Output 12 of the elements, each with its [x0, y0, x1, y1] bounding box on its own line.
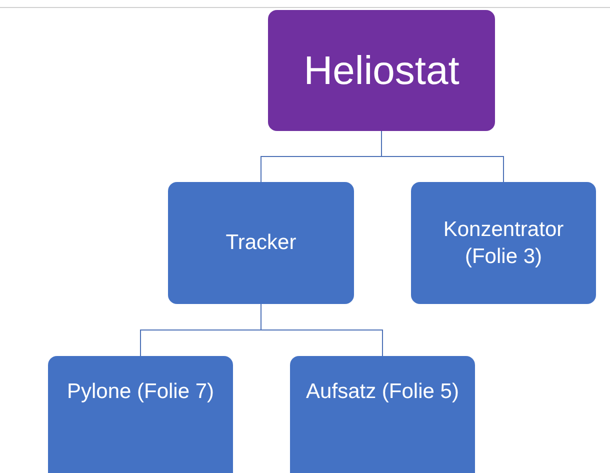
process-box [168, 182, 354, 304]
process-box [290, 356, 475, 473]
connector-line [260, 304, 383, 356]
root-box [268, 10, 495, 131]
connector-line [381, 130, 504, 182]
node-label: Heliostat [304, 48, 460, 94]
node-label: Aufsatz (Folie 5) [306, 379, 459, 405]
node-label: Tracker [226, 230, 296, 256]
node-label: Pylone (Folie 7) [66, 379, 214, 405]
node-label: Konzentrator (Folie 3) [442, 216, 565, 270]
process-box [48, 356, 233, 473]
process-box [411, 182, 596, 304]
